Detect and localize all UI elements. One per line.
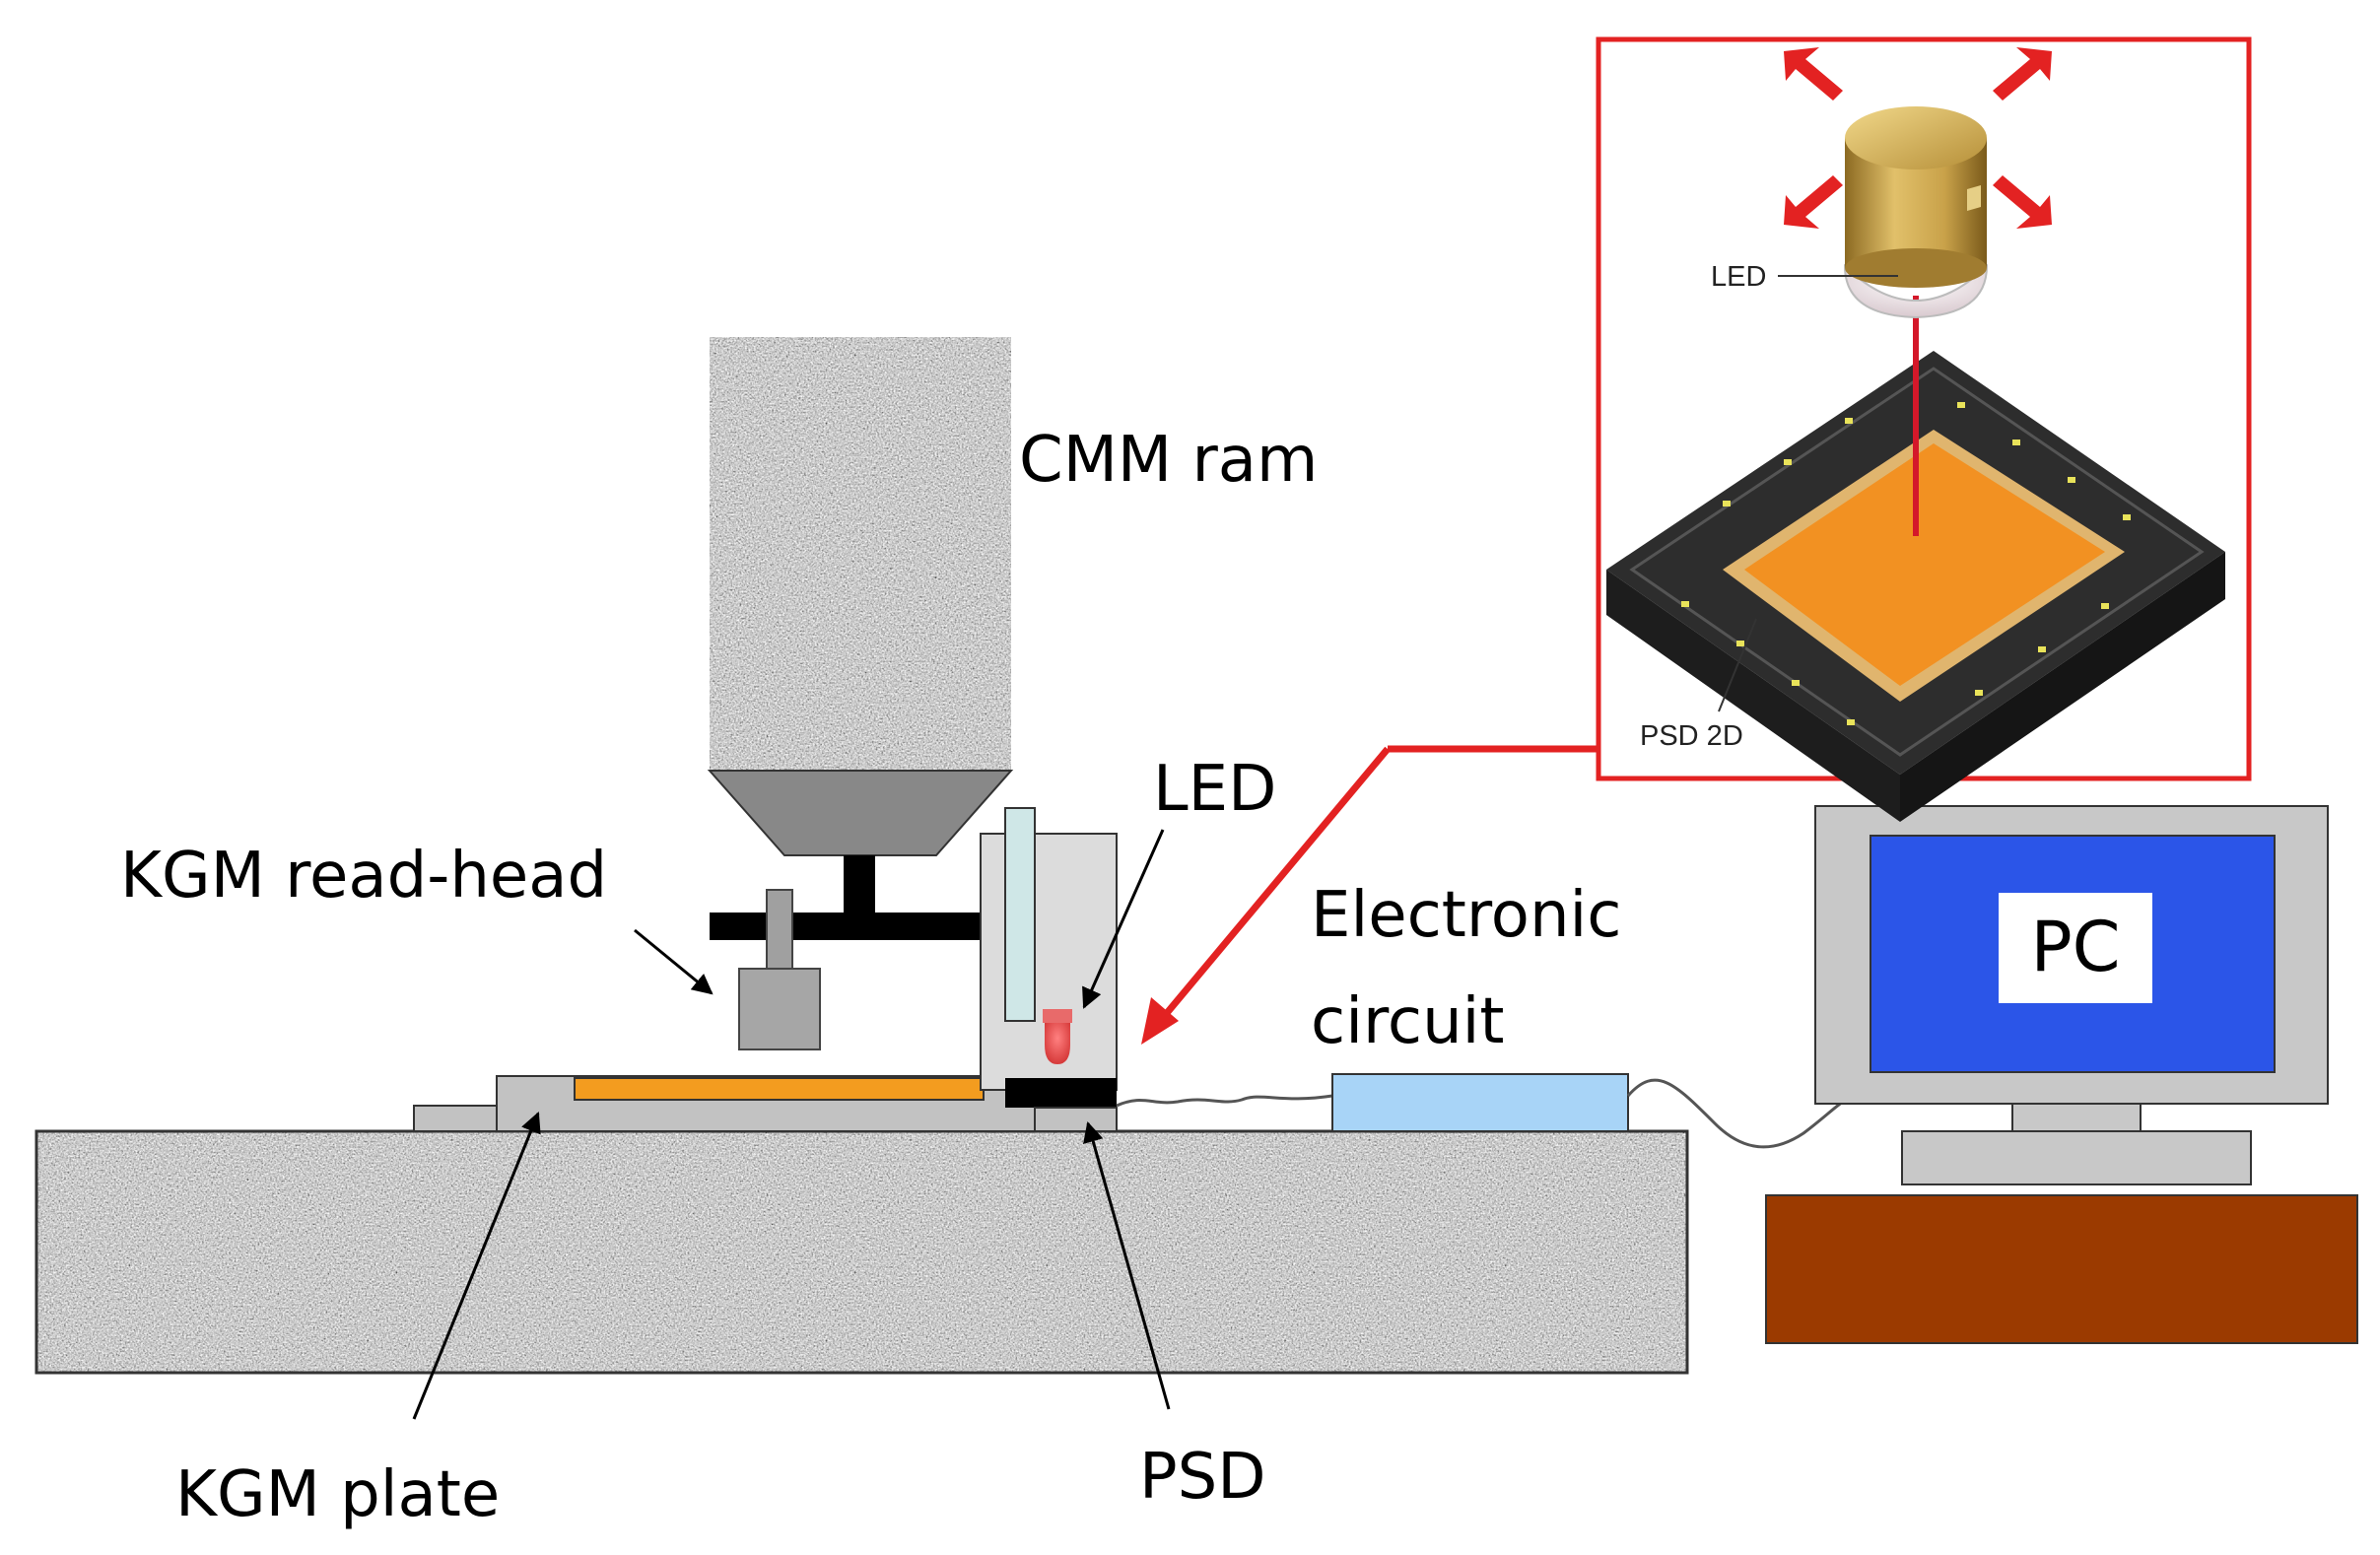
label-psd: PSD <box>1139 1441 1266 1514</box>
inset-psd-2d-label: PSD 2D <box>1640 720 1743 752</box>
label-led: LED <box>1153 753 1276 826</box>
cable-circuit-pc <box>1626 1078 1844 1149</box>
leader-led <box>1082 829 1165 1009</box>
led-cylinder <box>1843 106 1989 319</box>
inset-panel: LED PSD 2D <box>1596 36 2252 822</box>
psd-sensor <box>1005 1078 1118 1132</box>
electronic-circuit-box <box>1331 1073 1629 1132</box>
granite-table <box>34 1129 1689 1375</box>
leader-kgm-read-head <box>634 928 714 995</box>
leader-psd <box>1083 1120 1171 1410</box>
kgm-read-head <box>710 889 1007 1050</box>
cable-psd-circuit <box>1116 1094 1333 1108</box>
cmm-ram <box>707 337 1014 914</box>
leader-kgm-plate <box>412 1112 541 1420</box>
chip-pads <box>1681 402 2131 725</box>
label-kgm-plate: KGM plate <box>175 1458 500 1531</box>
pc-label: PC <box>2030 907 2120 987</box>
pc-computer: PC <box>1765 805 2358 1344</box>
led-holder <box>980 807 1118 1091</box>
motion-arrows <box>1784 47 2052 229</box>
label-circuit: circuit <box>1311 985 1505 1058</box>
label-electronic: Electronic <box>1311 879 1621 952</box>
label-kgm-read-head: KGM read-head <box>120 840 607 913</box>
psd-2d-chip <box>1606 351 2225 822</box>
label-cmm-ram: CMM ram <box>1019 424 1318 497</box>
inset-led-label: LED <box>1711 261 1766 293</box>
inset-psd-leader <box>1718 618 1757 712</box>
red-callout-line <box>1141 745 1598 1045</box>
kgm-plate <box>413 1075 1036 1132</box>
